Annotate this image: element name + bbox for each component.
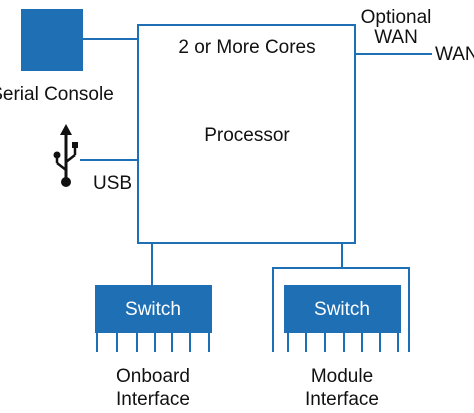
module-switch	[284, 285, 401, 333]
onboard-interface-label-1: Onboard	[116, 366, 190, 387]
module-switch-label: Switch	[314, 299, 370, 320]
processor-label: Processor	[204, 125, 290, 146]
usb-label: USB	[93, 173, 132, 194]
module-interface-label-2: Interface	[305, 389, 379, 410]
onboard-switch-label: Switch	[125, 299, 181, 320]
module-switch-ports	[287, 333, 399, 352]
usb-icon	[53, 124, 78, 187]
module-bracket	[272, 267, 410, 352]
serial-console-label: Serial Console	[0, 84, 114, 105]
onboard-switch-ports	[96, 333, 210, 352]
serial-console-icon	[21, 9, 83, 71]
module-interface-label-1: Module	[311, 366, 373, 387]
onboard-interface-label-2: Interface	[116, 389, 190, 410]
cores-label: 2 or More Cores	[178, 37, 315, 58]
wan-right-label: WAN	[435, 44, 474, 65]
onboard-switch	[95, 285, 212, 333]
processor-box	[137, 24, 356, 244]
wan-upper-label: WAN	[374, 27, 418, 48]
optional-label: Optional	[361, 7, 432, 28]
